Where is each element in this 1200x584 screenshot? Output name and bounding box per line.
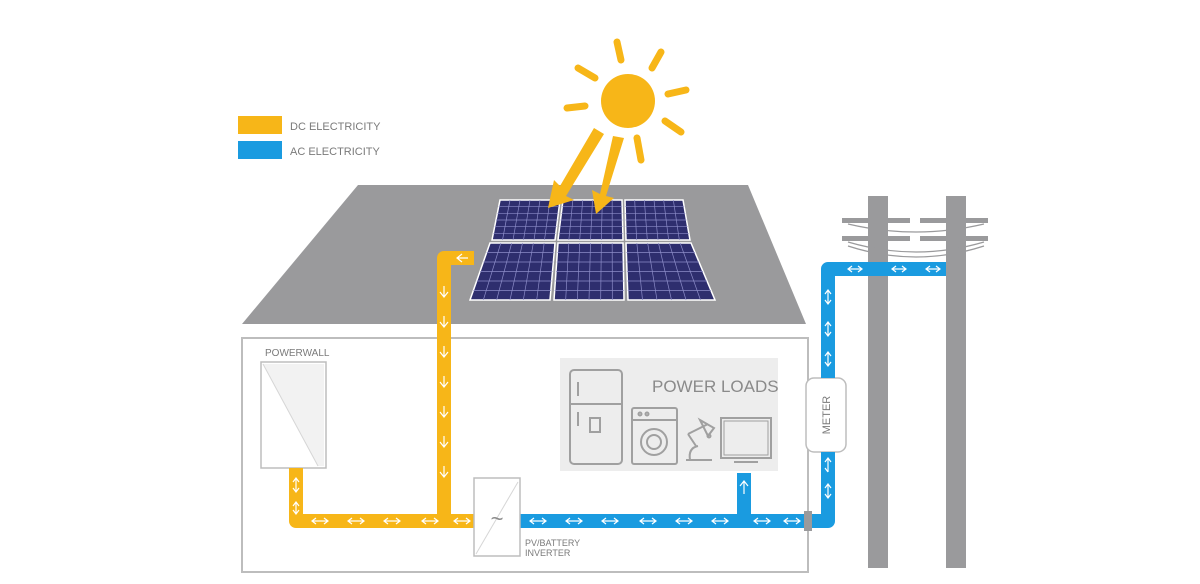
wall-junction [804, 511, 812, 531]
legend-swatch-dc [238, 116, 282, 134]
powerwall: POWERWALL [261, 348, 330, 468]
legend: DC ELECTRICITY AC ELECTRICITY [238, 116, 381, 159]
power-loads-box: POWER LOADS [560, 358, 779, 471]
powerwall-label: POWERWALL [265, 348, 330, 359]
solar-panel-icon [470, 200, 715, 300]
inverter-label-line2: INVERTER [525, 548, 571, 558]
power-loads-label: POWER LOADS [652, 377, 779, 396]
inverter-symbol: ~ [491, 506, 504, 531]
meter-label: METER [821, 396, 833, 435]
legend-label-dc: DC ELECTRICITY [290, 121, 381, 133]
utility-pole-icon [842, 196, 988, 568]
meter: METER [806, 378, 846, 452]
inverter-label-line1: PV/BATTERY [525, 538, 580, 548]
legend-label-ac: AC ELECTRICITY [290, 146, 381, 158]
legend-swatch-ac [238, 141, 282, 159]
